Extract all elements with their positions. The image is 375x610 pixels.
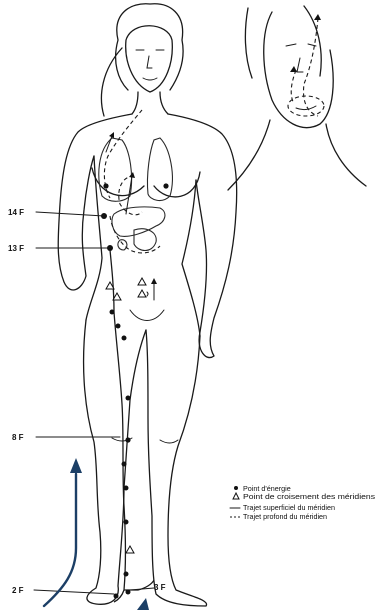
inset-features [286, 44, 316, 110]
point-label-3F: 3 F [154, 583, 166, 592]
inset-arrow-cheek [290, 66, 297, 72]
energy-point-8F [125, 437, 130, 442]
inset-face [264, 12, 333, 128]
energy-point-shin-3 [124, 520, 129, 525]
torso-outline [86, 156, 200, 336]
pubis-outline [130, 292, 164, 321]
energy-point-shin-1 [122, 462, 127, 467]
point-label-13F: 13 F [8, 244, 24, 253]
arrow-chest-head [129, 172, 135, 178]
energy-point-ankle [124, 572, 129, 577]
breasts-outline [92, 168, 200, 197]
inset-neck [228, 120, 366, 190]
arrow-abdomen-head [151, 278, 157, 284]
legend: Point d'énergie Point de croisement des … [230, 484, 375, 521]
inset-cheek-path [291, 70, 296, 104]
crossing-point-shin [126, 546, 134, 553]
crossing-point-triangle-icon [233, 493, 239, 499]
label-leaders [34, 212, 154, 594]
right-leg-outline [146, 330, 207, 606]
knee-marks [112, 438, 178, 443]
left-leg-outline [84, 320, 146, 604]
leader-14F [36, 212, 104, 216]
energy-point-chest-l [103, 183, 108, 188]
inset-mouth-ring [288, 96, 324, 116]
crossing-point-abdomen-2 [138, 290, 146, 297]
deep-path-throat [104, 110, 142, 198]
internal-organs [99, 138, 173, 251]
energy-point-hip [110, 310, 115, 315]
superficial-path-leg [110, 250, 126, 602]
liver [112, 207, 165, 237]
legend-superficial-path: Trajet superficiel du méridien [243, 503, 335, 512]
energy-point-thigh-1 [116, 324, 121, 329]
energy-point-thigh-3 [126, 396, 131, 401]
inset-deep-path [304, 18, 318, 116]
energy-point-chest-r [163, 183, 168, 188]
leader-2F [34, 590, 114, 594]
legend-deep-path: Trajet profond du méridien [243, 512, 327, 521]
energy-point-thigh-2 [122, 336, 127, 341]
head-inset [228, 6, 366, 190]
neck-outline [132, 92, 168, 114]
face-features [136, 50, 164, 80]
arrow-up-icon [44, 474, 76, 606]
point-label-2F: 2 F [12, 586, 24, 595]
left-arm-outline [58, 114, 132, 290]
point-label-14F: 14 F [8, 208, 24, 217]
energy-point-shin-2 [124, 486, 129, 491]
gallbladder [118, 240, 127, 250]
point-label-8F: 8 F [12, 433, 24, 442]
lung-left [99, 138, 132, 201]
crossing-point-abdomen-1 [138, 278, 146, 285]
legend-crossing-point: Point de croisement des méridiens [243, 492, 375, 501]
arrow-foot-icon [137, 598, 149, 610]
arrow-up-icon-head [70, 458, 82, 473]
energy-point-dot-icon [234, 486, 238, 490]
right-arm-outline [168, 114, 237, 358]
body-figure [58, 4, 236, 606]
inset-arrow-top [314, 14, 321, 20]
